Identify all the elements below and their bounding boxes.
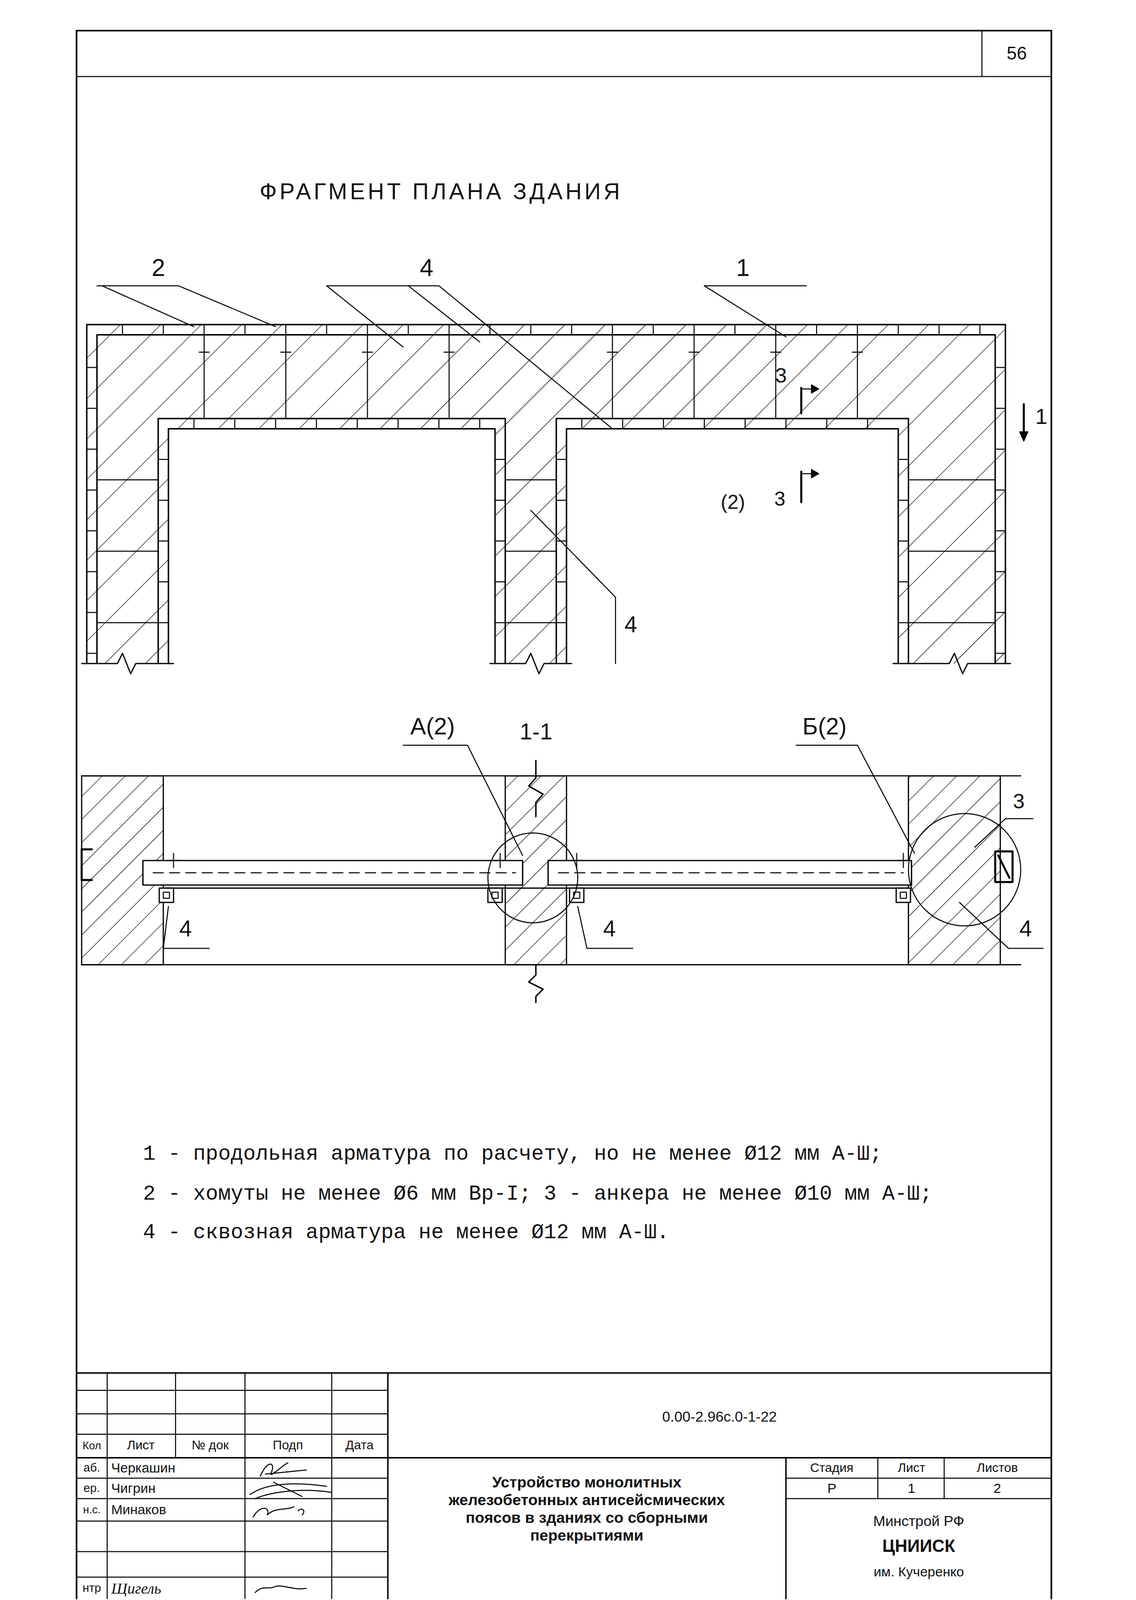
leader-line xyxy=(326,285,613,429)
section-mark xyxy=(800,388,802,414)
sheet-title: Устройство монолитных железобетонных ант… xyxy=(427,1473,746,1545)
signature xyxy=(253,1506,305,1517)
leader-line xyxy=(796,745,915,854)
section-arrow xyxy=(1019,431,1028,441)
role-cell: н.с. xyxy=(83,1503,101,1516)
drawing-title: ФРАГМЕНТ ПЛАНА ЗДАНИЯ xyxy=(259,178,623,206)
wall-section xyxy=(908,775,1001,965)
section-arrow xyxy=(801,469,819,478)
table-header: Подп xyxy=(272,1437,304,1453)
anchor-bracket xyxy=(995,851,1013,882)
through-bars xyxy=(97,334,996,623)
leader-line xyxy=(959,902,1043,949)
title-block-grid xyxy=(76,1372,1052,1599)
anchor-bracket xyxy=(81,849,92,880)
section-number: 3 xyxy=(774,487,786,511)
leader-line xyxy=(530,510,616,664)
signature xyxy=(250,1482,332,1499)
table-header: Листов xyxy=(976,1460,1018,1476)
belt-bar xyxy=(159,888,911,903)
signature xyxy=(255,1585,306,1593)
section-sheet-ref: (2) xyxy=(720,490,746,514)
top-strip xyxy=(76,30,1052,77)
slab-dash xyxy=(152,872,904,874)
detail-callout: А(2) xyxy=(410,713,455,741)
role-cell: нтр xyxy=(82,1581,102,1595)
name-cell: Минаков xyxy=(111,1501,167,1518)
leader-line xyxy=(974,818,1033,848)
organization: ЦНИИСК xyxy=(882,1536,955,1557)
detail-circle xyxy=(908,813,1021,926)
callout-number: 4 xyxy=(419,253,434,282)
role-cell: ер. xyxy=(83,1481,100,1495)
table-header: Лист xyxy=(127,1437,155,1453)
callout-number: 4 xyxy=(1019,915,1033,943)
section-lines xyxy=(81,775,1021,965)
belt-bar xyxy=(163,892,907,899)
table-header: Кол xyxy=(82,1439,102,1452)
wall-outline xyxy=(86,324,1006,664)
name-cell: Черкашин xyxy=(111,1460,176,1476)
outer-belt xyxy=(97,334,996,664)
organization: им. Кучеренко xyxy=(873,1563,964,1580)
table-header: Дата xyxy=(345,1437,374,1453)
note-line: 2 - хомуты не менее Ø6 мм Вр-I; 3 - анке… xyxy=(142,1182,933,1207)
section-arrow xyxy=(801,384,819,394)
signature xyxy=(260,1462,306,1476)
leader-line xyxy=(577,906,633,949)
role-cell: аб. xyxy=(83,1460,101,1475)
detail-callout: Б(2) xyxy=(802,713,847,741)
table-cell: Р xyxy=(827,1480,837,1497)
title-block xyxy=(76,1372,1052,1599)
section-number: 3 xyxy=(775,363,787,388)
section-number: 1 xyxy=(1035,403,1048,429)
break-lines xyxy=(81,653,1011,674)
callout-number: 3 xyxy=(1013,789,1025,814)
break-line xyxy=(528,760,543,1003)
callout-number: 4 xyxy=(603,915,616,943)
room-belt xyxy=(158,418,909,664)
detail-circle xyxy=(487,832,578,923)
section-mark xyxy=(800,471,802,502)
table-cell: 2 xyxy=(993,1480,1002,1497)
table-header: Лист xyxy=(897,1460,926,1476)
leader-line xyxy=(704,285,807,337)
leader-line xyxy=(163,906,210,949)
note-line: 4 - сквозная арматура не менее Ø12 мм А-… xyxy=(142,1220,669,1245)
wall-hatch xyxy=(86,324,1006,664)
table-header: № док xyxy=(191,1437,229,1453)
callout-number: 4 xyxy=(624,611,638,639)
table-header: Стадия xyxy=(810,1460,854,1476)
callout-number: 4 xyxy=(179,915,192,943)
note-line: 1 - продольная арматура по расчету, но н… xyxy=(142,1142,883,1167)
callout-number: 1 xyxy=(736,253,750,282)
document-code: 0.00-2.96с.0-1-22 xyxy=(662,1408,778,1426)
organization: Минстрой РФ xyxy=(873,1512,965,1530)
leader-line xyxy=(403,745,523,856)
sheet-frame xyxy=(76,30,1052,1599)
name-cell: Чигрин xyxy=(111,1480,156,1497)
callout-number: 2 xyxy=(151,253,166,282)
table-cell: 1 xyxy=(907,1480,916,1497)
leader-line xyxy=(97,285,276,327)
name-cell: Щигель xyxy=(111,1579,162,1598)
sheet-number: 56 xyxy=(1006,42,1028,64)
section-title: 1-1 xyxy=(519,718,553,746)
anchor-mark xyxy=(167,853,910,868)
